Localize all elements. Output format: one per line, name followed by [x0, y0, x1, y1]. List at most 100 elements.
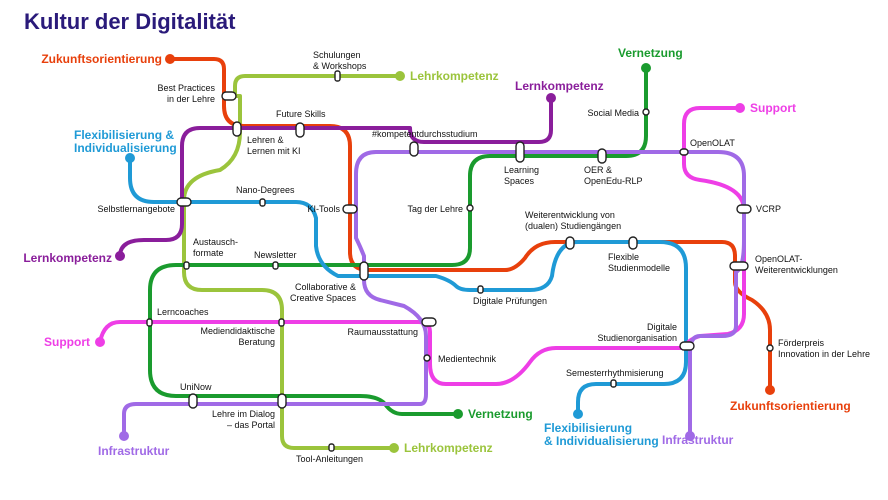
station-label-raumausstattung[interactable]: Raumausstattung: [347, 327, 418, 337]
station-marker[interactable]: [221, 91, 237, 101]
station-label-digitale-pruefungen[interactable]: Digitale Prüfungen: [473, 296, 547, 306]
station-marker[interactable]: [183, 261, 190, 270]
station-label-selbstlernangebote[interactable]: Selbstlernangebote: [97, 204, 175, 214]
endpoint-dot: [115, 251, 125, 261]
line-zukunftsorientierung: [168, 57, 772, 392]
station-label-austauschformate[interactable]: Austausch-formate: [193, 237, 238, 258]
station-marker[interactable]: [259, 198, 266, 207]
station-marker[interactable]: [515, 141, 525, 163]
terminal-infrastruktur-right[interactable]: Infrastruktur: [662, 433, 734, 447]
endpoint-dot: [125, 153, 135, 163]
endpoint-dot: [641, 63, 651, 73]
endpoint-dot: [95, 337, 105, 347]
terminal-vernetzung-bottom[interactable]: Vernetzung: [468, 407, 533, 421]
terminal-lehrkompetenz-top[interactable]: Lehrkompetenz: [410, 69, 499, 83]
terminal-infrastruktur-left[interactable]: Infrastruktur: [98, 444, 170, 458]
station-marker[interactable]: [642, 108, 650, 116]
station-label-vcrp[interactable]: VCRP: [756, 204, 781, 214]
station-marker[interactable]: [766, 344, 774, 352]
station-markers: [146, 70, 774, 452]
station-label-schulungen[interactable]: Schulungen& Workshops: [313, 50, 367, 71]
terminal-zukunftsorientierung-bottom[interactable]: Zukunftsorientierung: [730, 399, 851, 413]
station-label-lehre-im-dialog[interactable]: Lehre im Dialog– das Portal: [212, 409, 275, 430]
station-marker[interactable]: [146, 318, 153, 327]
station-label-nano-degrees[interactable]: Nano-Degrees: [236, 185, 295, 195]
endpoint-dot: [546, 93, 556, 103]
station-marker[interactable]: [477, 285, 484, 294]
terminal-support-top[interactable]: Support: [750, 101, 796, 115]
station-label-lehren-lernen-ki[interactable]: Lehren &Lernen mit KI: [247, 135, 301, 156]
station-label-newsletter[interactable]: Newsletter: [254, 250, 297, 260]
station-marker[interactable]: [729, 261, 749, 271]
station-marker[interactable]: [272, 261, 279, 270]
line-flexibilisierung: [128, 156, 688, 416]
station-label-openolat[interactable]: OpenOLAT: [690, 138, 735, 148]
station-marker[interactable]: [679, 148, 689, 156]
station-label-lerncoaches[interactable]: Lerncoaches: [157, 307, 209, 317]
station-marker[interactable]: [466, 204, 474, 212]
station-label-medientechnik[interactable]: Medientechnik: [438, 354, 497, 364]
station-marker[interactable]: [342, 204, 358, 214]
terminal-flexibilisierung-bottom[interactable]: Flexibilisierung& Individualisierung: [544, 421, 659, 448]
endpoint-dot: [165, 54, 175, 64]
station-marker[interactable]: [597, 148, 607, 164]
station-marker[interactable]: [295, 122, 305, 138]
endpoint-dot: [573, 409, 583, 419]
station-label-ki-tools[interactable]: KI-Tools: [307, 204, 340, 214]
station-label-openolat-weiterentwicklungen[interactable]: OpenOLAT-Weiterentwicklungen: [755, 254, 838, 275]
station-label-tag-der-lehre[interactable]: Tag der Lehre: [407, 204, 463, 214]
station-marker[interactable]: [176, 197, 192, 207]
terminal-lernkompetenz-top[interactable]: Lernkompetenz: [515, 79, 604, 93]
station-label-uninow[interactable]: UniNow: [180, 382, 212, 392]
endpoint-dot: [453, 409, 463, 419]
station-label-semesterrhythmisierung[interactable]: Semesterrhythmisierung: [566, 368, 664, 378]
terminal-lehrkompetenz-bottom[interactable]: Lehrkompetenz: [404, 441, 493, 455]
endpoint-dot: [735, 103, 745, 113]
station-marker[interactable]: [328, 443, 335, 452]
station-marker[interactable]: [423, 354, 431, 362]
line-endpoints: [95, 54, 775, 453]
station-marker[interactable]: [736, 204, 752, 214]
map-title: Kultur der Digitalität: [24, 9, 236, 34]
station-marker[interactable]: [334, 70, 341, 82]
terminal-vernetzung-top[interactable]: Vernetzung: [618, 46, 683, 60]
station-marker[interactable]: [421, 317, 437, 327]
station-marker[interactable]: [610, 379, 617, 388]
station-label-oer[interactable]: OER &OpenEdu-RLP: [584, 165, 643, 186]
line-lehrkompetenz: [182, 74, 402, 450]
station-label-future-skills[interactable]: Future Skills: [276, 109, 326, 119]
terminal-zukunftsorientierung-top[interactable]: Zukunftsorientierung: [41, 52, 162, 66]
station-marker[interactable]: [232, 121, 242, 137]
station-label-kompetentdurchsstudium[interactable]: #kompetentdurchsstudium: [372, 129, 478, 139]
endpoint-dot: [765, 385, 775, 395]
station-marker[interactable]: [628, 236, 638, 250]
endpoint-dot: [685, 431, 695, 441]
terminal-support-bottom[interactable]: Support: [44, 335, 90, 349]
station-label-social-media[interactable]: Social Media: [587, 108, 639, 118]
station-marker[interactable]: [565, 236, 575, 250]
station-label-collaborative[interactable]: Collaborative &Creative Spaces: [290, 282, 357, 303]
terminal-lernkompetenz-bottom[interactable]: Lernkompetenz: [23, 251, 112, 265]
station-marker[interactable]: [409, 141, 419, 157]
station-marker[interactable]: [679, 341, 695, 351]
terminal-flexibilisierung-top[interactable]: Flexibilisierung &Individualisierung: [74, 128, 177, 155]
station-label-weiterentwicklung[interactable]: Weiterentwicklung von(dualen) Studiengän…: [525, 210, 621, 231]
endpoint-dot: [395, 71, 405, 81]
line-infrastruktur: [122, 150, 746, 438]
station-marker[interactable]: [277, 393, 287, 409]
station-marker[interactable]: [359, 261, 369, 281]
station-marker[interactable]: [188, 393, 198, 409]
station-marker[interactable]: [278, 318, 285, 327]
endpoint-dot: [389, 443, 399, 453]
station-label-tool-anleitungen[interactable]: Tool-Anleitungen: [296, 454, 363, 464]
terminal-labels: Zukunftsorientierung Zukunftsorientierun…: [23, 46, 850, 458]
